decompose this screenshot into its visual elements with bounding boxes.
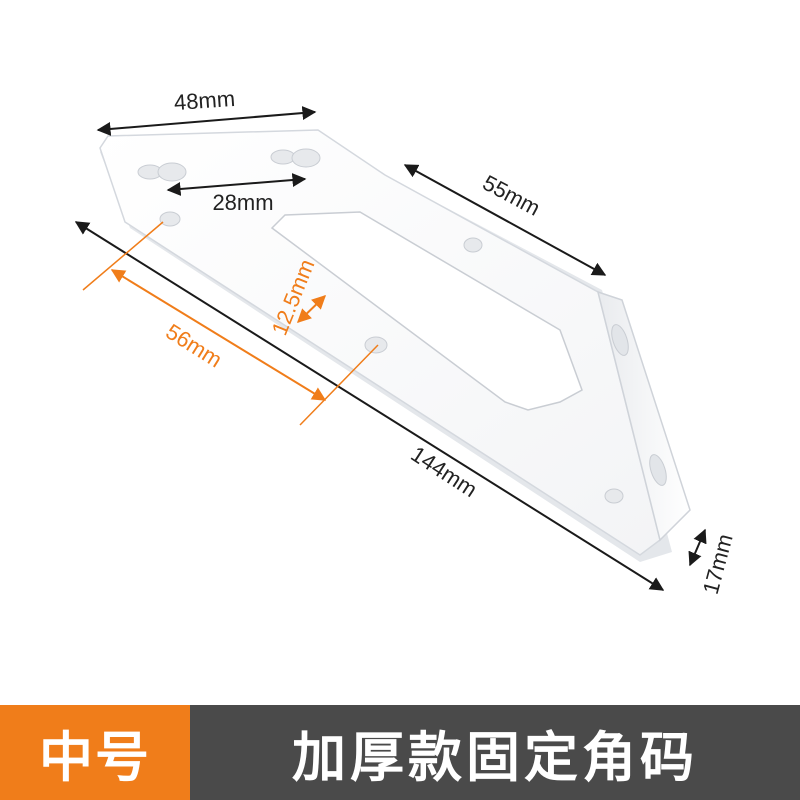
dimension-thickness: 17mm [688, 528, 738, 597]
dimension-top-width: 48mm [96, 86, 317, 136]
product-diagram: 48mm 28mm 55mm 144mm 17mm 56mm 12.5mm [74, 86, 738, 597]
dimension-label-48: 48mm [173, 86, 236, 115]
dimension-label-55: 55mm [479, 170, 545, 221]
screw-hole [463, 237, 483, 253]
screw-hole [604, 488, 624, 504]
size-badge: 中号 [0, 705, 190, 800]
dimension-hole-spacing: 28mm [166, 173, 307, 215]
size-label: 中号 [39, 726, 151, 789]
product-banner: 中号 加厚款固定角码 [0, 705, 800, 800]
keyhole-slot-left [137, 162, 187, 182]
dimension-label-56: 56mm [161, 319, 226, 373]
keyhole-slot-right [270, 148, 321, 168]
product-title: 加厚款固定角码 [292, 726, 698, 789]
dimension-label-17: 17mm [698, 531, 738, 597]
dimension-label-28: 28mm [212, 190, 273, 215]
title-bar: 加厚款固定角码 [190, 705, 800, 800]
screw-hole [364, 336, 388, 354]
screw-hole [159, 211, 181, 227]
